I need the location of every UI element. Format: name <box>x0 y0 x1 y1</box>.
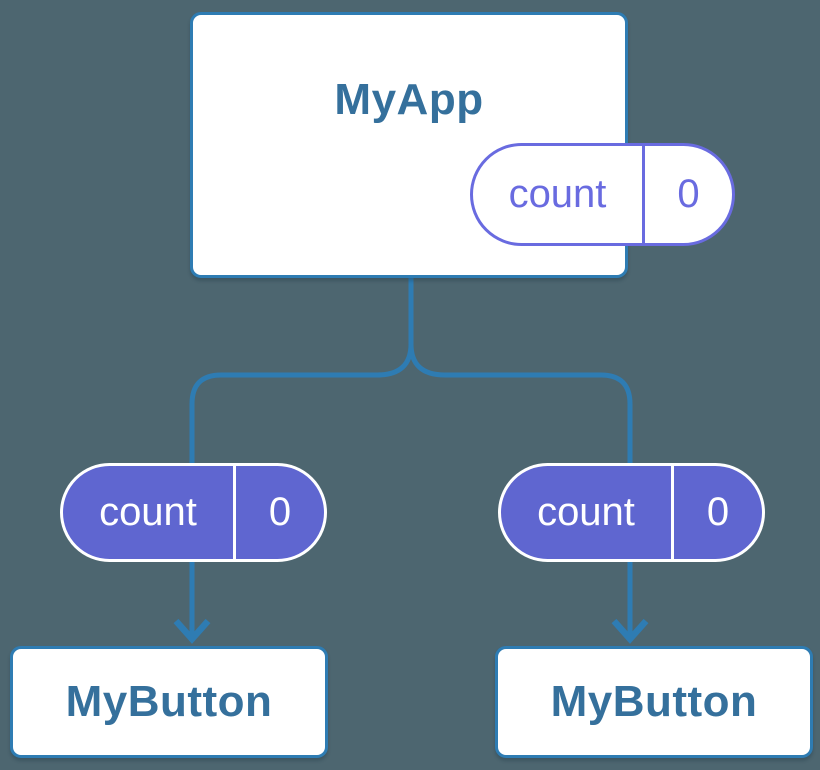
prop-pill-left: count 0 <box>60 463 327 562</box>
prop-value: 0 <box>233 466 324 559</box>
node-mybutton-right: MyButton <box>495 646 813 758</box>
prop-key: count <box>99 490 197 534</box>
node-myapp-label: MyApp <box>334 75 484 124</box>
myapp-state-pill: count 0 <box>470 143 735 246</box>
node-mybutton-left-label: MyButton <box>65 677 273 726</box>
prop-pill-right: count 0 <box>498 463 765 562</box>
prop-value: 0 <box>671 466 762 559</box>
arrow-head-left-icon <box>173 618 211 644</box>
connector-fork-right <box>408 343 633 466</box>
node-myapp: MyApp count 0 <box>190 12 735 278</box>
prop-key: count <box>537 490 635 534</box>
node-mybutton-right-label: MyButton <box>550 677 758 726</box>
state-value: 0 <box>642 146 732 243</box>
node-mybutton-left: MyButton <box>10 646 328 758</box>
state-key: count <box>508 172 607 216</box>
arrow-head-right-icon <box>611 618 649 644</box>
connector-fork-left <box>189 343 414 466</box>
